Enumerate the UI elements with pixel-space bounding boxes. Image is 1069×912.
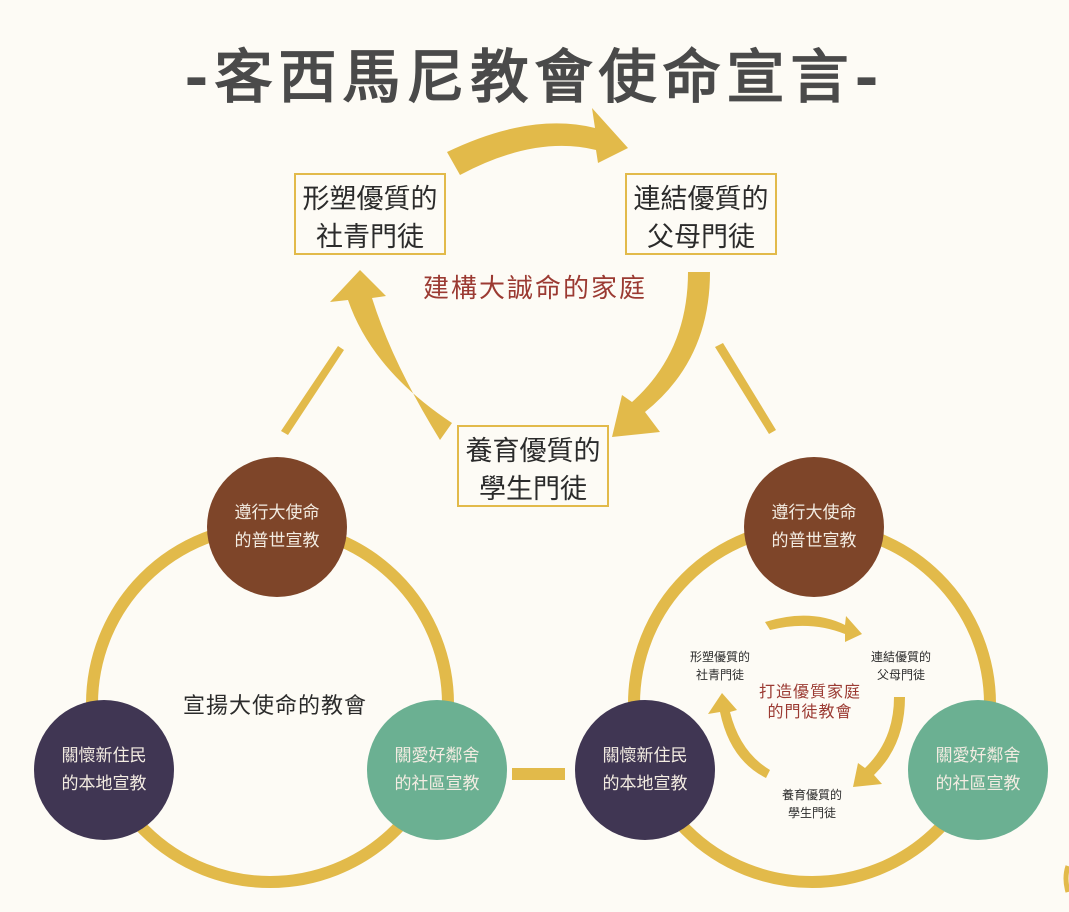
node-line: 關懷新住民 [602, 746, 688, 766]
box-line: 養育優質的 [465, 436, 601, 467]
mini-line: 學生門徒 [787, 806, 836, 820]
node-line: 的社區宣教 [935, 774, 1021, 794]
connector-bar-right [715, 343, 776, 434]
box-line: 父母門徒 [647, 222, 755, 253]
node-local-mission-right: 關懷新住民 的本地宣教 [575, 700, 715, 840]
box-line: 學生門徒 [479, 474, 587, 505]
family-cycle-center-label: 建構大誠命的家庭 [422, 274, 647, 304]
mini-line: 連結優質的 [870, 650, 931, 664]
inner-label-youth: 形塑優質的 社青門徒 [675, 648, 765, 684]
combined-inner-arrows [708, 615, 905, 787]
arrow-top-right [447, 108, 628, 175]
connector-bars [281, 343, 776, 780]
node-global-mission-right: 遵行大使命 的普世宣教 [744, 457, 884, 597]
inner-label-student: 養育優質的 學生門徒 [767, 786, 857, 822]
inner-arrow-top-right [765, 615, 862, 642]
mini-line: 養育優質的 [781, 788, 842, 802]
family-cycle-arrows [330, 108, 710, 440]
node-line: 的本地宣教 [61, 774, 147, 794]
node-line: 遵行大使命 [234, 503, 320, 523]
node-local-mission: 關懷新住民 的本地宣教 [34, 700, 174, 840]
inner-label-parent: 連結優質的 父母門徒 [856, 648, 946, 684]
mini-line: 父母門徒 [876, 668, 925, 682]
node-line: 的普世宣教 [771, 531, 857, 551]
church-cycle-center-label: 宣揚大使命的教會 [182, 694, 367, 719]
node-line: 關懷新住民 [61, 746, 147, 766]
box-line: 社青門徒 [316, 222, 424, 253]
node-line: 關愛好鄰舍 [935, 746, 1021, 766]
node-community-mission: 關愛好鄰舍 的社區宣教 [367, 700, 507, 840]
arrow-left-up [330, 270, 452, 440]
node-line: 的社區宣教 [394, 774, 480, 794]
box-parent-disciples: 連結優質的 父母門徒 [625, 173, 777, 255]
connector-bar-middle [512, 768, 565, 780]
box-youth-disciples: 形塑優質的 社青門徒 [294, 173, 446, 255]
inner-arrow-right-down [853, 697, 905, 787]
partial-ring-edge [1063, 865, 1069, 893]
inner-arrow-left-up [708, 693, 770, 778]
mini-line: 社青門徒 [695, 668, 744, 682]
node-line: 的本地宣教 [602, 774, 688, 794]
center-line: 的門徒教會 [767, 702, 853, 721]
mini-line: 形塑優質的 [689, 650, 750, 664]
connector-bar-left [281, 346, 344, 435]
node-line: 關愛好鄰舍 [394, 746, 480, 766]
combined-cycle-center-label: 打造優質家庭 的門徒教會 [745, 682, 875, 722]
node-line: 的普世宣教 [234, 531, 320, 551]
box-line: 連結優質的 [633, 184, 769, 215]
node-global-mission: 遵行大使命 的普世宣教 [207, 457, 347, 597]
node-line: 遵行大使命 [771, 503, 857, 523]
box-student-disciples: 養育優質的 學生門徒 [457, 425, 609, 507]
box-line: 形塑優質的 [302, 184, 438, 215]
page-title: -客西馬尼教會使命宣言- [184, 43, 885, 111]
arrow-right-down [612, 272, 710, 437]
node-community-mission-right: 關愛好鄰舍 的社區宣教 [908, 700, 1048, 840]
center-line: 打造優質家庭 [758, 682, 861, 701]
